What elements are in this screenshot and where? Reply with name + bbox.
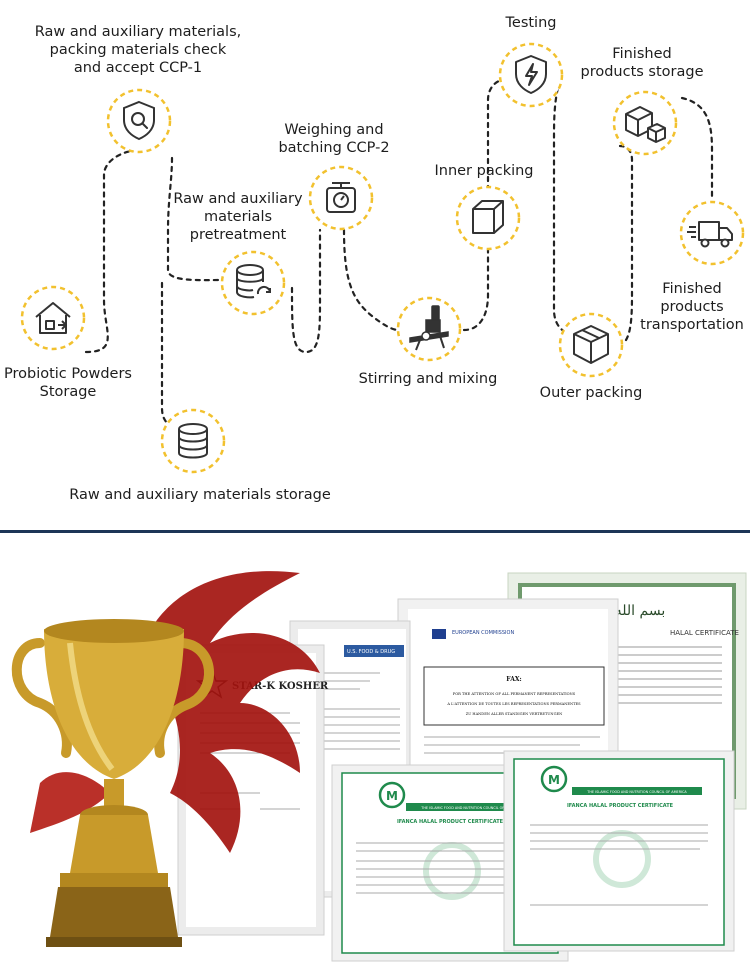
certificate-halal-2: M THE ISLAMIC FOOD AND NUTRITION COUNCIL… [503, 750, 735, 952]
label-materials-check: Raw and auxiliary materials,packing mate… [34, 24, 242, 76]
connector-storage-to-check [84, 148, 142, 354]
shield-search-icon [123, 100, 155, 141]
halal-2-org: THE ISLAMIC FOOD AND NUTRITION COUNCIL O… [586, 790, 687, 794]
label-inner-packing: Inner packing [434, 163, 534, 179]
svg-text:بسم الله: بسم الله [615, 603, 665, 619]
mixer-icon [409, 305, 449, 351]
node-inner-packing [455, 185, 521, 251]
certificates-section: بسم الله HALAL CERTIFICATE EUROPEAN COMM… [0, 533, 750, 965]
connector-pretreatment-to-materials-storage [160, 281, 174, 427]
boxes-icon [625, 106, 666, 143]
box-icon [472, 200, 504, 234]
warehouse-icon [35, 302, 71, 334]
connector-pretreatment-to-weighing [290, 228, 322, 354]
certificates-illustration: بسم الله HALAL CERTIFICATE EUROPEAN COMM… [11, 571, 747, 962]
connector-mixing-to-inner [462, 248, 490, 332]
ec-line-1: FOR THE ATTENTION OF ALL PERMANENT REPRE… [453, 692, 576, 696]
database-sync-icon [236, 264, 271, 299]
label-testing: Testing [505, 15, 557, 31]
halal-3-title: HALAL CERTIFICATE [670, 629, 739, 637]
database-icon [178, 423, 208, 459]
connector-check-to-pretreatment [166, 156, 224, 282]
label-outer-packing: Outer packing [539, 385, 643, 401]
connector-testing-to-outer [552, 78, 568, 334]
package-icon [573, 325, 609, 364]
shield-bolt-icon [515, 55, 547, 94]
node-weighing-batching [308, 165, 374, 231]
star-k-brand: STAR-K KOSHER [232, 681, 329, 692]
node-materials-storage [160, 408, 226, 474]
node-materials-check [106, 88, 172, 154]
ec-line-2: A L'ATTENTION DE TOUTES LES REPRESENTATI… [446, 702, 581, 706]
gold-trophy [11, 619, 214, 947]
node-finished-storage [612, 90, 678, 156]
node-materials-pretreatment [220, 250, 286, 316]
scale-icon [326, 182, 356, 213]
node-outer-packing [558, 312, 624, 378]
node-stirring-mixing [396, 296, 462, 362]
ec-header: EUROPEAN COMMISSION [452, 630, 514, 636]
halal-2-title: IFANCA HALAL PRODUCT CERTIFICATE [567, 803, 674, 809]
halal-1-org: THE ISLAMIC FOOD AND NUTRITION COUNCIL O… [420, 806, 521, 810]
certificate-ec-fax: EUROPEAN COMMISSION FAX: FOR THE ATTENTI… [397, 598, 619, 780]
connector-storage-to-transport [680, 96, 714, 202]
svg-text:M: M [548, 773, 560, 787]
connector-weighing-to-mixing [342, 228, 400, 332]
node-testing [498, 42, 564, 108]
connector-inner-to-testing [486, 78, 506, 192]
ec-line-3: ZU HANDEN ALLER STANDIGEN VERTRETUNGEN [466, 712, 562, 716]
section-divider [0, 530, 750, 533]
truck-icon [687, 221, 733, 248]
node-probiotic-powders-storage [20, 285, 86, 351]
label-stirring-mixing: Stirring and mixing [358, 371, 498, 387]
connector-outer-to-storage [618, 144, 634, 342]
node-finished-transportation [679, 200, 745, 266]
halal-1-title: IFANCA HALAL PRODUCT CERTIFICATE [397, 819, 504, 825]
fda-header: U.S. FOOD & DRUG [347, 649, 395, 655]
ec-fax-title: FAX: [506, 676, 521, 683]
label-materials-storage: Raw and auxiliary materials storage [69, 487, 331, 503]
svg-text:M: M [386, 789, 398, 803]
